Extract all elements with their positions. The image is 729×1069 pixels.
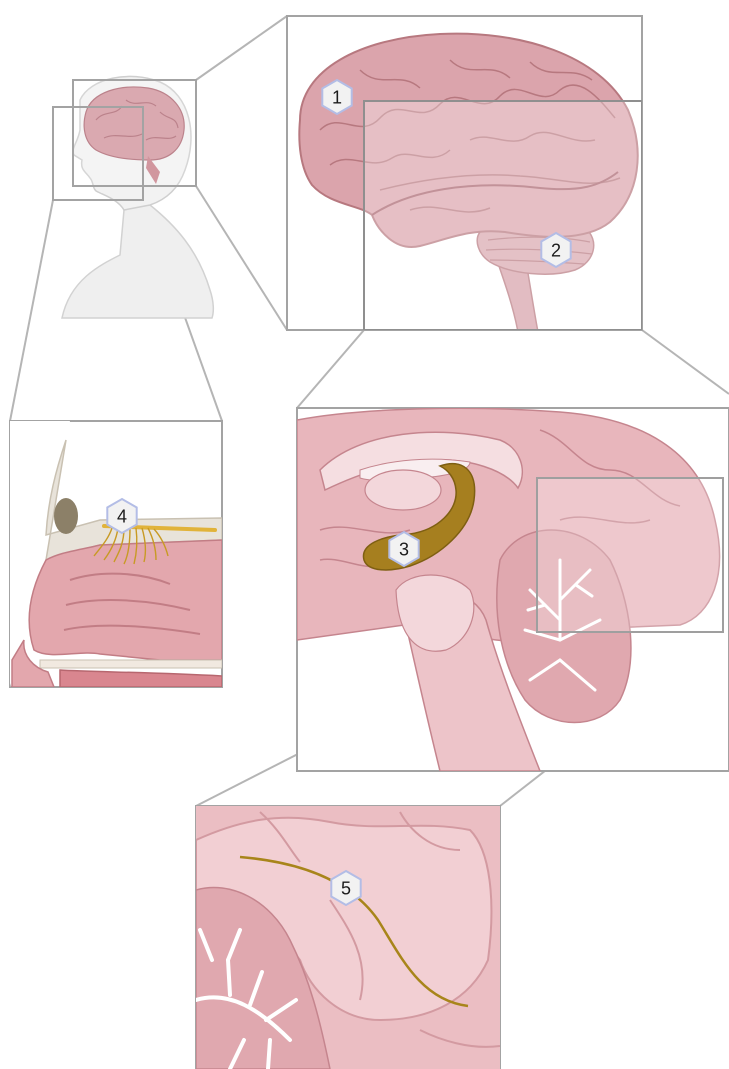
marker-2-label: 2	[551, 241, 561, 261]
marker-1-label: 1	[332, 88, 342, 108]
marker-5-label: 5	[341, 879, 351, 899]
marker-1: 1	[322, 80, 351, 114]
brain-lateral-panel	[287, 16, 642, 332]
marker-3-label: 3	[399, 540, 409, 560]
marker-5: 5	[331, 871, 360, 905]
frontal-sinus	[54, 498, 78, 534]
marker-3: 3	[389, 532, 418, 566]
head-silhouette	[53, 76, 213, 318]
marker-4: 4	[107, 499, 136, 533]
cerebellum-closeup-panel	[196, 806, 500, 1069]
body-outline	[62, 190, 213, 318]
marker-2: 2	[541, 233, 570, 267]
head-zoom-box-brain	[73, 80, 196, 186]
thalamus	[365, 470, 441, 510]
brain-zoom-box-sagittal	[364, 101, 642, 330]
marker-4-label: 4	[117, 507, 127, 527]
sagittal-section-panel	[297, 408, 729, 771]
connector-brain-to-sagittal-right	[642, 330, 729, 394]
connector-brain-to-sagittal-left	[297, 330, 364, 408]
sagittal-zoom-box-cerebellum	[537, 478, 723, 632]
connector-head-to-nose-left	[10, 200, 53, 421]
hard-palate	[40, 660, 222, 668]
nasal-cavity-panel	[10, 421, 222, 687]
connector-head-to-brain-top	[196, 16, 287, 80]
